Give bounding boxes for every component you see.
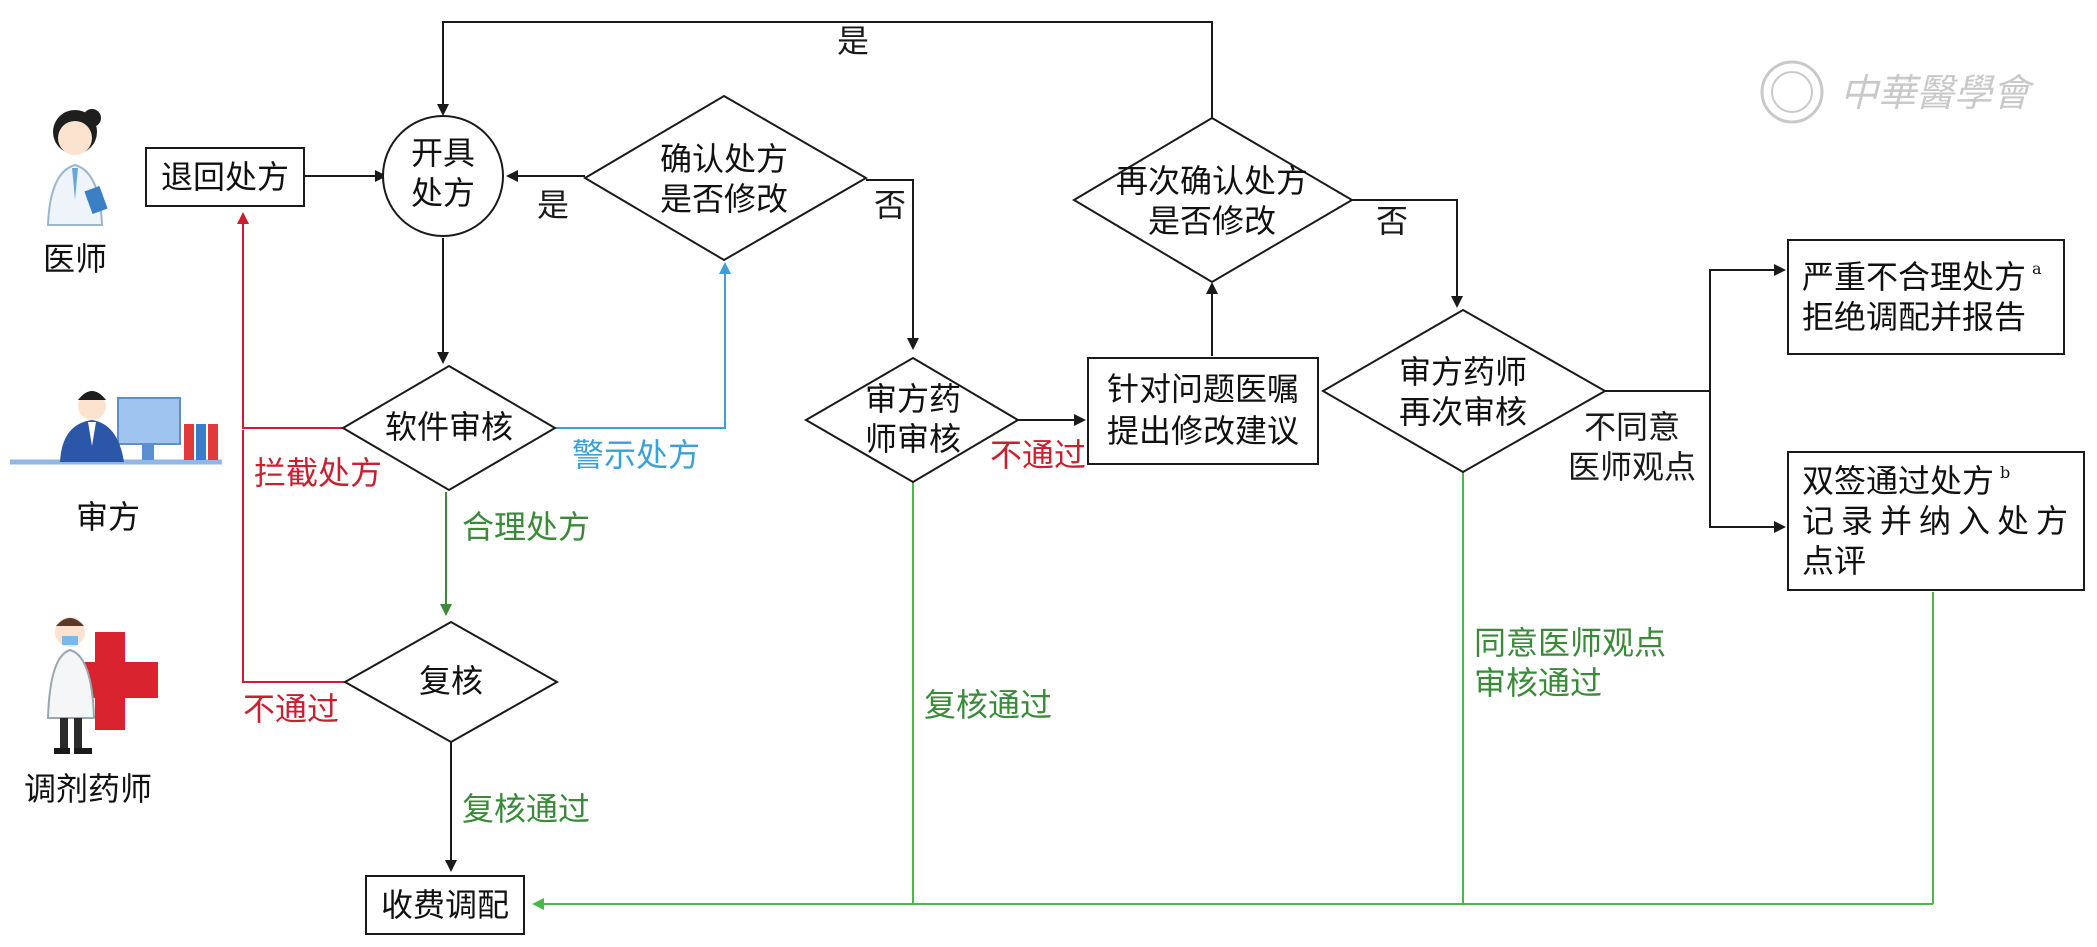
edge-label-reasonable: 合理处方 <box>462 508 590 546</box>
issue-rx-text-1: 开具 <box>411 134 475 172</box>
node-reconfirm: 再次确认处方 是否修改 <box>1072 116 1354 284</box>
edge-label-recheck-pass-2: 复核通过 <box>924 686 1052 724</box>
node-pharmacist-rereview: 审方药师 再次审核 <box>1321 308 1608 474</box>
confirm-modify-text-1: 确认处方 <box>660 140 788 178</box>
rereview-text-2: 再次审核 <box>1399 393 1527 431</box>
edge-label-recheck-pass-1: 复核通过 <box>462 790 590 828</box>
edge-label-not-pass-review: 不通过 <box>990 436 1086 474</box>
edge-label-agree-1: 同意医师观点 <box>1474 624 1666 662</box>
edge-label-disagree-1: 不同意 <box>1584 408 1680 446</box>
edge-label-not-pass-recheck: 不通过 <box>243 690 339 728</box>
suggestion-text-2: 提出修改建议 <box>1107 412 1299 450</box>
suggestion-text-1: 针对问题医嘱 <box>1107 370 1299 408</box>
light-green-connectors <box>532 472 1934 910</box>
node-suggestion: 针对问题医嘱 提出修改建议 <box>1087 357 1319 465</box>
severe-text-2: 拒绝调配并报告 <box>1802 298 2026 336</box>
edge-label-yes-left: 是 <box>537 186 569 224</box>
node-issue-rx: 开具 处方 <box>382 115 504 237</box>
role-dispenser-label: 调剂药师 <box>24 770 152 808</box>
pharmacist-review-text-1: 审方药 <box>865 380 961 418</box>
charge-dispense-text: 收费调配 <box>381 886 509 924</box>
rereview-text-1: 审方药师 <box>1399 353 1527 391</box>
red-connectors <box>237 212 345 683</box>
node-severe: 严重不合理处方 a 拒绝调配并报告 <box>1787 239 2065 355</box>
node-charge-dispense: 收费调配 <box>365 875 525 935</box>
dispenser-figure <box>46 617 158 754</box>
recheck-text: 复核 <box>419 662 483 700</box>
watermark: 中華醫學會 <box>1760 60 2035 124</box>
edge-label-agree-2: 审核通过 <box>1474 664 1602 702</box>
reviewer-figure <box>10 391 222 465</box>
edge-label-no-2: 否 <box>1376 202 1408 240</box>
issue-rx-text-2: 处方 <box>411 174 475 212</box>
edge-label-warning: 警示处方 <box>572 436 700 474</box>
node-pharmacist-review: 审方药 师审核 <box>804 356 1020 484</box>
node-return-rx: 退回处方 <box>145 147 305 207</box>
role-reviewer-label: 审方 <box>76 498 140 536</box>
role-doctor-label: 医师 <box>43 240 107 278</box>
pharmacist-review-text-2: 师审核 <box>865 420 961 458</box>
doctor-figure <box>46 109 108 226</box>
blue-connectors <box>555 262 731 429</box>
edge-label-disagree-2: 医师观点 <box>1568 448 1696 486</box>
node-software-review: 软件审核 <box>341 364 557 492</box>
double-sign-superscript: b <box>2000 463 2010 482</box>
severe-text-1-main: 严重不合理处方 <box>1802 258 2026 296</box>
edge-label-yes-top: 是 <box>837 22 869 60</box>
severe-superscript: a <box>2032 259 2042 278</box>
node-double-sign: 双签通过处方 b 记录并纳入处方 点评 <box>1787 451 2085 591</box>
confirm-modify-text-2: 是否修改 <box>660 180 788 218</box>
return-rx-text: 退回处方 <box>161 158 289 196</box>
double-sign-text-2: 记录并纳入处方 <box>1802 502 2068 540</box>
double-sign-text-3: 点评 <box>1802 542 1866 580</box>
node-confirm-modify: 确认处方 是否修改 <box>583 94 868 262</box>
reconfirm-text-2: 是否修改 <box>1148 202 1276 240</box>
severe-text-1: 严重不合理处方 a <box>1802 258 2042 296</box>
edge-label-no-1: 否 <box>874 186 906 224</box>
node-recheck: 复核 <box>342 620 560 744</box>
black-connectors <box>305 21 1786 872</box>
edge-label-intercept: 拦截处方 <box>254 454 382 492</box>
reconfirm-text-1: 再次确认处方 <box>1116 162 1308 200</box>
software-review-text: 软件审核 <box>385 408 513 446</box>
double-sign-text-1: 双签通过处方 b <box>1802 462 2010 500</box>
double-sign-text-1-main: 双签通过处方 <box>1802 462 1994 500</box>
watermark-text: 中華醫學會 <box>1840 71 2035 115</box>
